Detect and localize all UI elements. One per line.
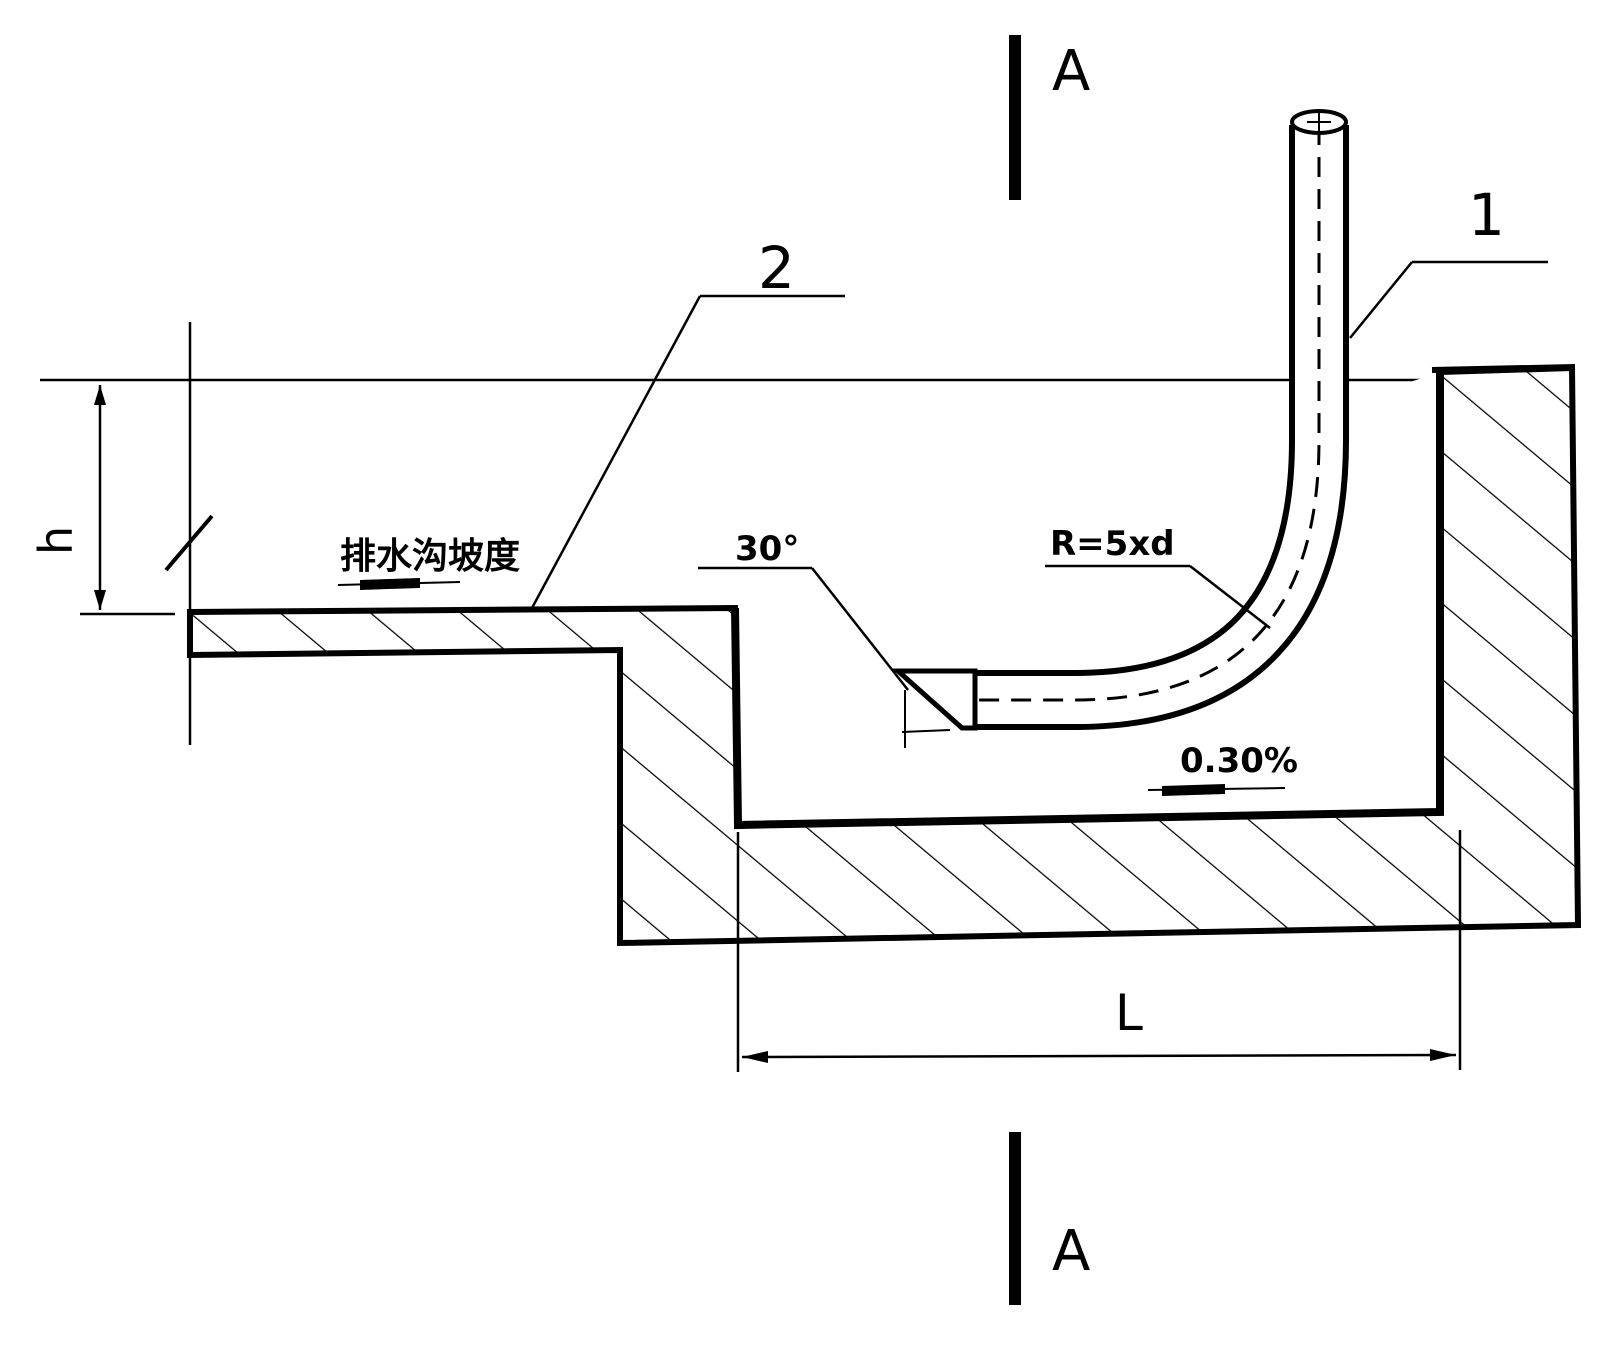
drain-pipe (930, 109, 1349, 730)
bottom-slope-note: 0.30% (1147, 741, 1298, 796)
angle-note: 30° (698, 529, 909, 691)
height-dimension: h (29, 385, 175, 616)
bottom-slope-text: 0.30% (1180, 741, 1298, 781)
sump-inner-outline (731, 372, 1444, 830)
section-mark-bottom: A (1009, 1132, 1090, 1305)
length-dimension-label: L (1115, 984, 1143, 1042)
bend-radius-text: R=5xd (1050, 524, 1175, 564)
sump-interior (738, 372, 1440, 825)
pipe-outlet-bevel (891, 668, 978, 748)
trench-slope-note: 排水沟坡度 (337, 536, 520, 590)
angle-text: 30° (735, 529, 799, 569)
trench-slope-text: 排水沟坡度 (340, 536, 520, 577)
section-mark-top: A (1009, 35, 1090, 200)
callout-1-label: 1 (1468, 181, 1505, 249)
height-dimension-label: h (29, 526, 83, 555)
callout-1: 1 (1349, 181, 1548, 339)
section-mark-top-label: A (1052, 39, 1090, 104)
wall-top-edge (1431, 364, 1576, 373)
break-line (164, 322, 214, 745)
callout-2: 2 (530, 234, 845, 609)
length-dimension: L (736, 830, 1462, 1072)
section-mark-bottom-label: A (1052, 1219, 1090, 1284)
bend-radius-note: R=5xd (1045, 524, 1271, 629)
callout-2-label: 2 (758, 234, 795, 302)
